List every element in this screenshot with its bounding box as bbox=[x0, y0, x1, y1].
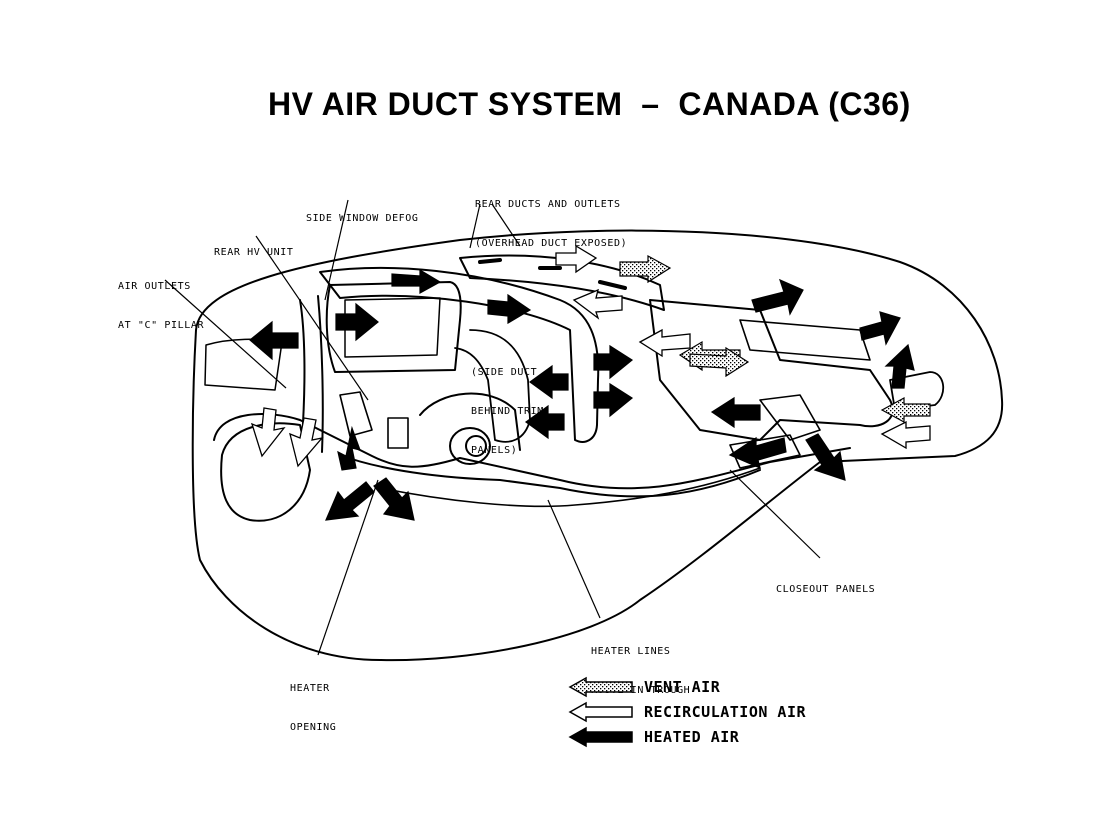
overhead-duct bbox=[319, 266, 600, 443]
callout-side-duct-line3: PANELS) bbox=[471, 445, 518, 456]
legend: VENT AIR RECIRCULATION AIR HEATED AIR bbox=[568, 676, 888, 751]
heated-arrow-heater-right bbox=[373, 477, 415, 521]
recirc-arrow-console bbox=[638, 328, 691, 358]
callout-side-duct-line2: BEHIND TRIM bbox=[471, 406, 544, 417]
leader-rear-ducts-a bbox=[469, 203, 481, 249]
heated-arrow-heater-left bbox=[325, 481, 375, 521]
callout-side-window-defog: SIDE WINDOW DEFOG bbox=[306, 186, 419, 251]
front-outlet-right bbox=[889, 371, 944, 411]
front-floor-duct bbox=[759, 394, 821, 441]
callout-rear-ducts-line2: (OVERHEAD DUCT EXPOSED) bbox=[475, 238, 628, 249]
recirc-arrow-rear-top bbox=[572, 288, 623, 320]
legend-label-heated-air: HEATED AIR bbox=[644, 728, 740, 746]
recirc-arrow-c-pillar-down-2 bbox=[289, 417, 324, 468]
legend-item-vent-air: VENT AIR bbox=[568, 676, 888, 701]
heated-arrow-console bbox=[710, 396, 761, 429]
callout-heater-lines-line1: HEATER LINES bbox=[591, 646, 671, 657]
side-window-frame bbox=[325, 281, 462, 373]
floor-outline bbox=[213, 413, 851, 490]
hv-unit-grille bbox=[387, 417, 409, 449]
heated-arrow-side-2 bbox=[524, 404, 565, 440]
recirc-arrow-c-pillar-down-1 bbox=[250, 407, 286, 458]
front-duct-upper bbox=[739, 319, 871, 361]
vent-air-arrow-icon bbox=[568, 676, 633, 698]
heated-arrow-trough bbox=[337, 425, 361, 471]
side-window-inner bbox=[344, 297, 441, 358]
leader-heater-lines bbox=[547, 499, 601, 619]
closeout-panel bbox=[729, 434, 801, 469]
heated-arrow-floor-down bbox=[805, 433, 846, 481]
callout-rear-hv-unit-line1: REAR HV UNIT bbox=[214, 247, 294, 258]
seat-left bbox=[220, 422, 311, 522]
leader-rear-hv-unit bbox=[255, 235, 369, 401]
heated-arrow-front-up bbox=[884, 343, 915, 389]
heated-arrow-front-upper bbox=[751, 278, 804, 316]
vent-arrow-front-outlet bbox=[880, 396, 931, 424]
wheel-arch bbox=[419, 392, 521, 451]
overhead-duct-top bbox=[459, 254, 665, 311]
callout-air-outlets-line1: AIR OUTLETS bbox=[118, 281, 191, 292]
legend-label-vent-air: VENT AIR bbox=[644, 678, 721, 696]
heated-arrow-side-1 bbox=[528, 364, 569, 400]
callout-rear-ducts-line1: REAR DUCTS AND OUTLETS bbox=[475, 199, 621, 210]
heated-arrow-floor-front bbox=[728, 436, 787, 470]
heated-arrow-mid-1 bbox=[593, 344, 634, 380]
heated-arrow-mid-2 bbox=[593, 382, 634, 418]
wheel-cylinder-end bbox=[465, 435, 487, 457]
leader-rear-ducts-b bbox=[491, 203, 521, 247]
heated-arrow-c-pillar-left bbox=[249, 320, 299, 361]
callout-rear-ducts: REAR DUCTS AND OUTLETS (OVERHEAD DUCT EX… bbox=[475, 172, 627, 276]
recirc-arrow-front-right bbox=[880, 420, 931, 450]
floor-trough bbox=[339, 454, 761, 498]
rear-hv-unit bbox=[339, 391, 373, 437]
heated-air-arrow-icon bbox=[568, 726, 633, 748]
callout-side-window-defog-line1: SIDE WINDOW DEFOG bbox=[306, 213, 419, 224]
callout-side-duct-line1: (SIDE DUCT bbox=[471, 367, 538, 378]
callout-rear-hv-unit: REAR HV UNIT bbox=[214, 220, 293, 285]
vent-arrow-overhead-right bbox=[619, 254, 672, 284]
callout-side-duct: (SIDE DUCT BEHIND TRIM PANELS) bbox=[471, 340, 544, 483]
legend-item-recirculation-air: RECIRCULATION AIR bbox=[568, 701, 888, 726]
leader-heater-opening bbox=[317, 479, 379, 656]
callout-heater-opening: HEATER OPENING bbox=[290, 656, 336, 760]
callout-air-outlets: AIR OUTLETS AT "C" PILLAR bbox=[118, 254, 204, 358]
recirc-arrow-overhead-top bbox=[555, 244, 598, 274]
callout-heater-opening-line1: HEATER bbox=[290, 683, 330, 694]
callout-closeout-panels-line1: CLOSEOUT PANELS bbox=[776, 584, 876, 595]
callout-heater-opening-line2: OPENING bbox=[290, 722, 337, 733]
leader-closeout-panels bbox=[729, 469, 821, 559]
vent-arrow-console-2 bbox=[689, 346, 750, 378]
legend-label-recirculation-air: RECIRCULATION AIR bbox=[644, 703, 807, 721]
wheel-cylinder bbox=[449, 427, 491, 465]
page-title: HV AIR DUCT SYSTEM – CANADA (C36) bbox=[268, 86, 911, 122]
floor-trough-lower bbox=[379, 467, 761, 508]
front-duct-body bbox=[649, 299, 894, 441]
leader-air-outlets bbox=[164, 279, 287, 389]
heated-arrow-window bbox=[335, 302, 379, 342]
legend-item-heated-air: HEATED AIR bbox=[568, 726, 888, 751]
heated-arrow-front-right bbox=[859, 311, 901, 346]
heated-arrow-overhead-2 bbox=[487, 293, 532, 325]
side-duct bbox=[454, 329, 531, 443]
heated-arrow-overhead-1 bbox=[391, 268, 442, 295]
overhead-vents bbox=[478, 258, 627, 290]
callout-closeout-panels: CLOSEOUT PANELS bbox=[776, 557, 875, 622]
leader-side-window-defog bbox=[324, 199, 349, 301]
recirculation-air-arrow-icon bbox=[568, 701, 633, 723]
callout-air-outlets-line2: AT "C" PILLAR bbox=[118, 320, 205, 331]
